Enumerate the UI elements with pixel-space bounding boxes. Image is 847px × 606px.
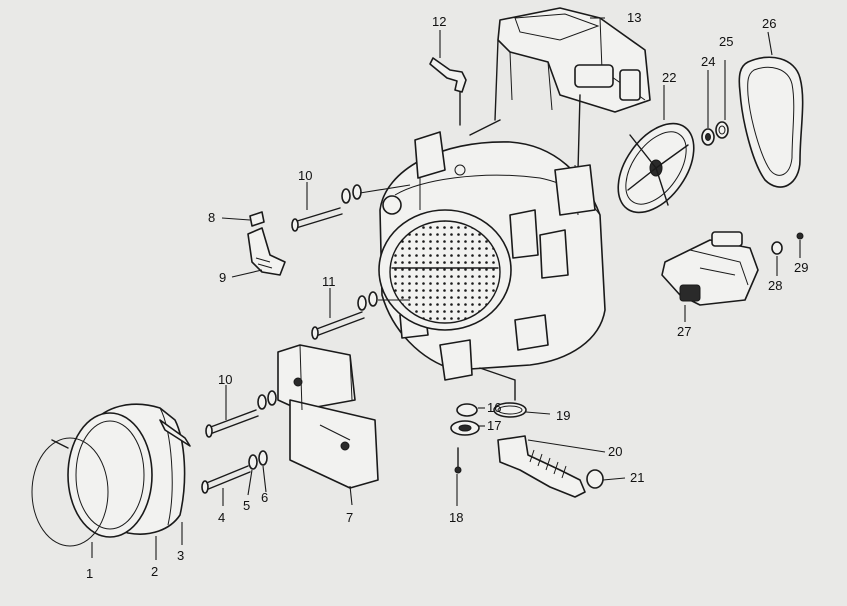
washer-part-6 (258, 450, 268, 466)
callout-17: 17 (487, 418, 501, 433)
callout-27: 27 (677, 324, 691, 339)
bolt-lower-part-10 (205, 390, 277, 438)
hose-clamp-part-16 (456, 403, 478, 417)
callout-19: 19 (556, 408, 570, 423)
callout-labels: 1 2 3 4 5 6 7 8 9 10 10 11 12 13 16 17 1… (86, 10, 808, 581)
callout-1: 1 (86, 566, 93, 581)
callout-28: 28 (768, 278, 782, 293)
counterweight-part-7 (277, 344, 379, 489)
callout-22: 22 (662, 70, 676, 85)
bent-tube-part-12 (429, 57, 467, 126)
drain-hose-part-20 (497, 435, 586, 498)
nut-part-25 (715, 121, 729, 139)
hose-clamp-part-19 (479, 367, 527, 418)
callout-20: 20 (608, 444, 622, 459)
callout-8: 8 (208, 210, 215, 225)
callout-13: 13 (627, 10, 641, 25)
pulley-part-22 (617, 122, 695, 214)
bolt-upper-part-10 (291, 184, 411, 232)
callout-5: 5 (243, 498, 250, 513)
bolt-part-4 (201, 465, 251, 494)
callout-10-lower: 10 (218, 372, 232, 387)
callout-18: 18 (449, 510, 463, 525)
gasket-part-2 (67, 412, 153, 538)
bolt-part-11 (311, 291, 410, 340)
callout-3: 3 (177, 548, 184, 563)
callout-11: 11 (322, 274, 336, 289)
motor-part-27 (661, 231, 759, 306)
callout-2: 2 (151, 564, 158, 579)
nut-part-28 (771, 241, 783, 255)
callout-21: 21 (630, 470, 644, 485)
callout-4: 4 (218, 510, 225, 525)
drive-belt-part-26 (738, 56, 804, 188)
callout-10-upper: 10 (298, 168, 312, 183)
clamp-ring-part-1 (31, 437, 109, 547)
tub-assembly (378, 131, 606, 381)
cover-support-lines (469, 39, 581, 171)
washer-part-24 (701, 128, 715, 146)
screw-part-29 (796, 232, 804, 240)
top-cover-part-13 (497, 7, 651, 113)
callout-26: 26 (762, 16, 776, 31)
screw-part-18 (454, 447, 462, 474)
callout-24: 24 (701, 54, 715, 69)
callout-6: 6 (261, 490, 268, 505)
seal-part-17 (450, 420, 480, 436)
hose-clamp-part-21 (586, 469, 604, 489)
elbow-hose-part-9 (247, 227, 286, 276)
callout-7: 7 (346, 510, 353, 525)
clip-part-8 (249, 211, 265, 227)
callout-16: 16 (487, 400, 501, 415)
callout-29: 29 (794, 260, 808, 275)
callout-9: 9 (219, 270, 226, 285)
washer-part-5 (248, 454, 258, 470)
callout-25: 25 (719, 34, 733, 49)
leader-lines (91, 17, 801, 560)
callout-12: 12 (432, 14, 446, 29)
